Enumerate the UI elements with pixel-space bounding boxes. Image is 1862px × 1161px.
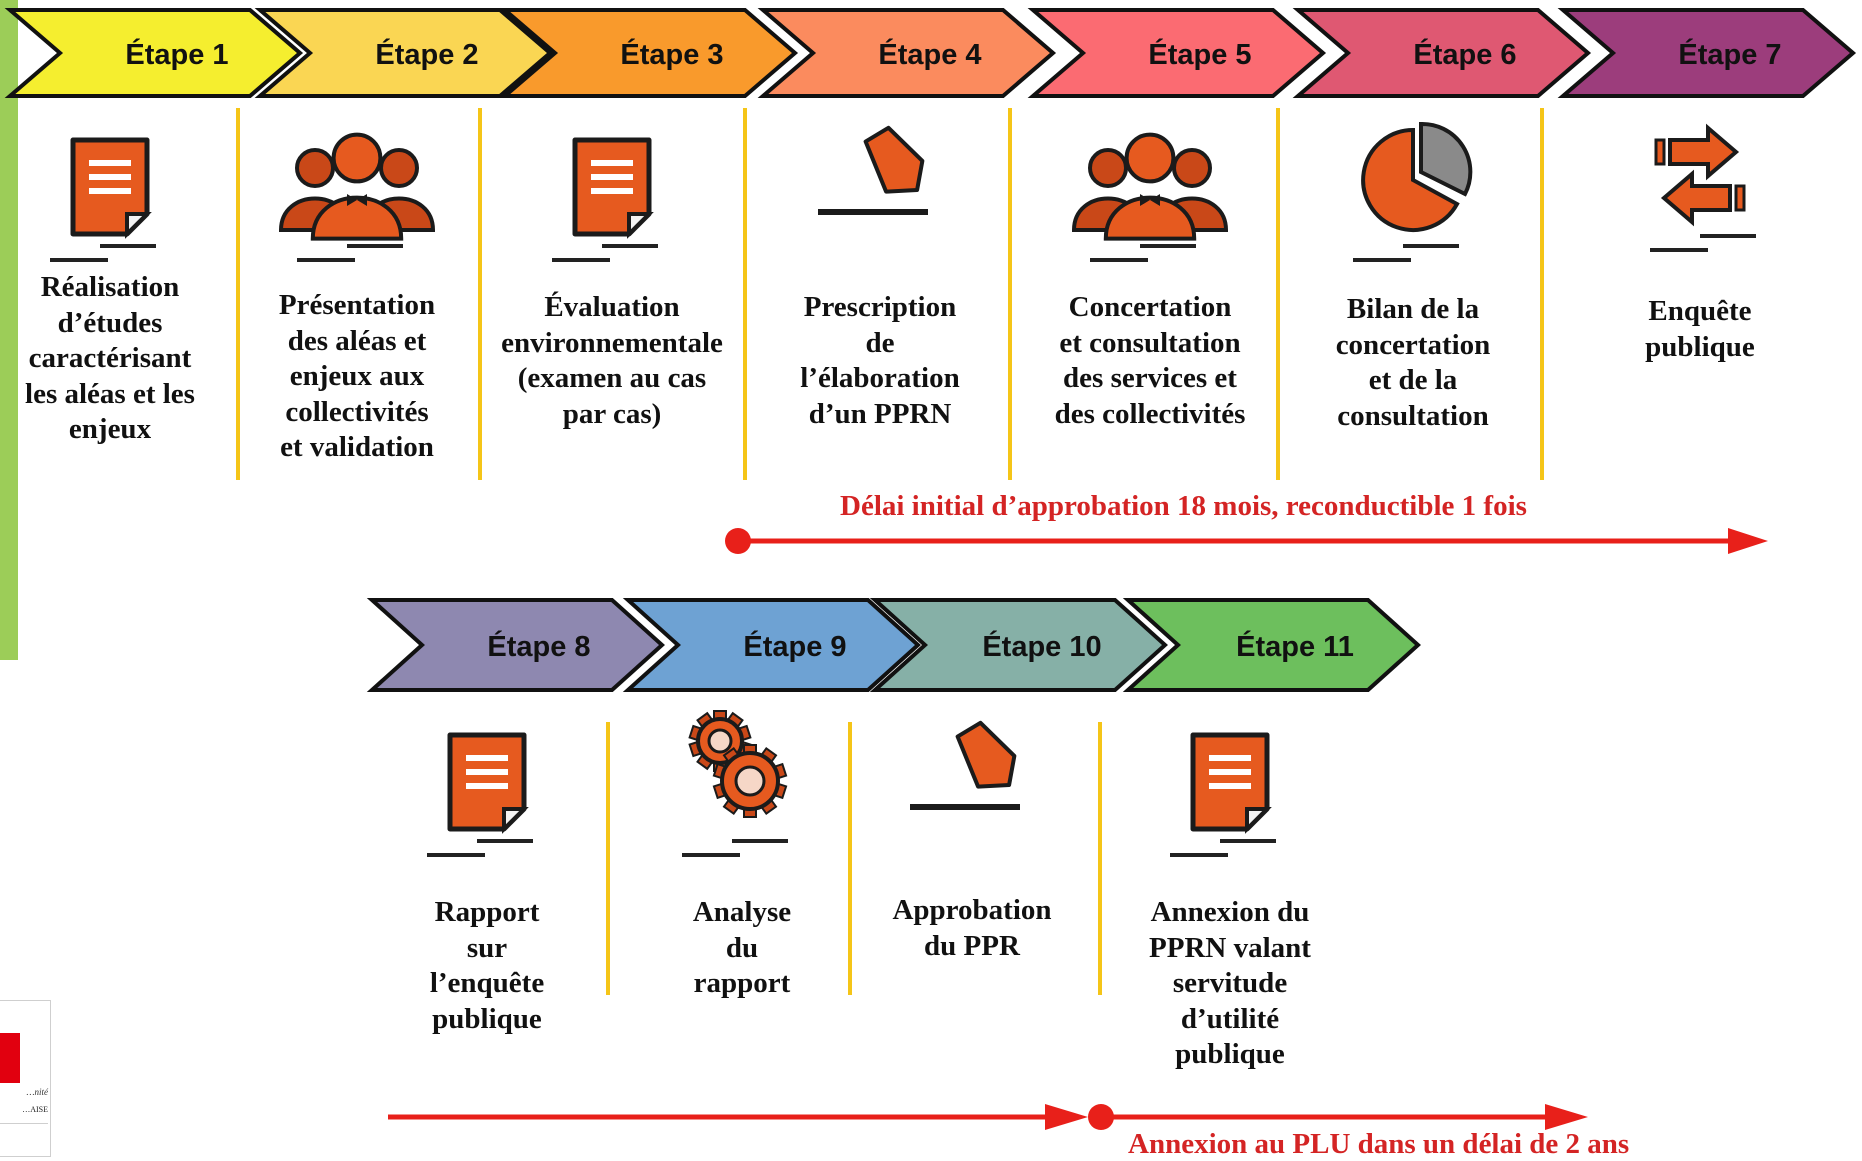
- chevron-step-2: Étape 2: [254, 8, 554, 98]
- chevron-step-3: Étape 3: [499, 8, 799, 98]
- chevron-shape: [4, 8, 304, 98]
- document-icon: [1170, 732, 1276, 857]
- delay-label-row1: Délai initial d’approbation 18 mois, rec…: [840, 490, 1527, 522]
- step-description: Rapport sur l’enquête publique: [429, 896, 545, 1035]
- chevron-shape: [1557, 8, 1857, 98]
- pen-nib-icon: [818, 125, 928, 215]
- step-description: Enquête publique: [1645, 295, 1755, 363]
- document-icon: [50, 137, 156, 262]
- step-description: Concertation et consultation des service…: [1054, 291, 1246, 430]
- step-description: Réalisation d’études caractérisant les a…: [25, 271, 195, 445]
- step-description: Analyse du rapport: [692, 896, 792, 999]
- chevron-shape: [757, 8, 1057, 98]
- chevron-shape: [1292, 8, 1592, 98]
- delay-arrow-row2: [388, 1104, 1588, 1130]
- chevron-label: Étape 5: [1148, 37, 1251, 71]
- arrow-head: [1545, 1104, 1588, 1130]
- chevron-label: Étape 9: [743, 629, 846, 663]
- step-description: Prescription de l’élaboration d’un PPRN: [800, 291, 960, 430]
- logo-flag: [0, 1033, 20, 1083]
- chevron-shape: [1027, 8, 1327, 98]
- chevron-shape: [366, 598, 665, 692]
- chevron-step-4: Étape 4: [757, 8, 1057, 98]
- document-icon: [427, 732, 533, 857]
- logo-motto: …nité: [26, 1087, 49, 1097]
- delay-label-row2: Annexion au PLU dans un délai de 2 ans: [1128, 1128, 1630, 1160]
- republic-logo: …nité …AISE: [0, 1000, 51, 1157]
- arrow-head: [1045, 1104, 1088, 1130]
- chevron-label: Étape 11: [1236, 629, 1354, 663]
- chevron-step-7: Étape 7: [1557, 8, 1857, 98]
- arrow-head: [1728, 528, 1768, 554]
- logo-name: …AISE: [22, 1105, 48, 1114]
- logo-rule: [0, 1123, 48, 1124]
- step-description: Présentation des aléas et enjeux aux col…: [278, 289, 436, 463]
- pie-chart-icon: [1353, 121, 1473, 262]
- chevron-shape: [869, 598, 1168, 692]
- chevron-shape: [254, 8, 554, 98]
- chevron-label: Étape 7: [1678, 37, 1781, 71]
- chevron-step-5: Étape 5: [1027, 8, 1327, 98]
- chevron-step-1: Étape 1: [4, 8, 304, 98]
- chevron-step-11: Étape 11: [1122, 598, 1421, 692]
- delay-arrow-row1: [725, 528, 1768, 554]
- chevron-step-9: Étape 9: [622, 598, 921, 692]
- step-description: Bilan de la concertation et de la consul…: [1335, 293, 1491, 432]
- chevron-label: Étape 8: [487, 629, 590, 663]
- left-accent-strip: [0, 0, 18, 660]
- document-icon: [552, 137, 658, 262]
- step-description: Évaluation environnementale (examen au c…: [501, 291, 723, 430]
- step-description: Approbation du PPR: [892, 894, 1052, 962]
- chevron-shape: [499, 8, 799, 98]
- chevron-shape: [1122, 598, 1421, 692]
- chevron-label: Étape 2: [375, 37, 478, 71]
- chevron-label: Étape 1: [125, 37, 228, 71]
- step-description: Annexion du PPRN valant servitude d’util…: [1149, 896, 1311, 1070]
- people-group-icon: [1071, 132, 1229, 262]
- pen-nib-icon: [910, 720, 1020, 810]
- people-group-icon: [278, 132, 436, 262]
- exchange-arrows-icon: [1650, 123, 1756, 252]
- start-dot: [725, 528, 751, 554]
- chevron-step-10: Étape 10: [869, 598, 1168, 692]
- chevron-step-6: Étape 6: [1292, 8, 1592, 98]
- chevron-shape: [622, 598, 921, 692]
- chevron-label: Étape 10: [982, 629, 1101, 663]
- chevron-label: Étape 6: [1413, 37, 1516, 71]
- chevron-step-8: Étape 8: [366, 598, 665, 692]
- gears-icon: [682, 710, 788, 857]
- chevron-label: Étape 4: [878, 37, 981, 71]
- chevron-label: Étape 3: [620, 37, 723, 71]
